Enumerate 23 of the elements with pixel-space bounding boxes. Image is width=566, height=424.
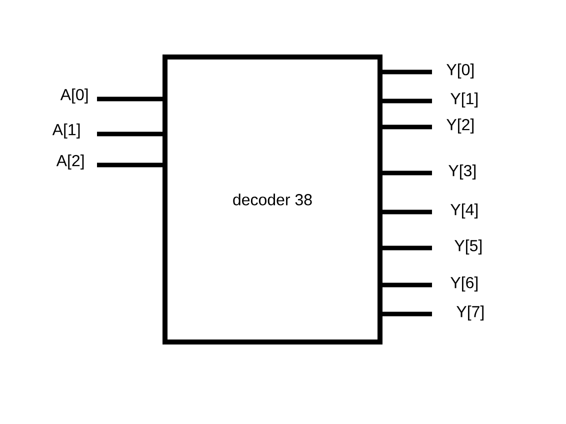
pin-line <box>382 312 432 316</box>
pin-line <box>382 246 432 250</box>
pin-line <box>382 170 432 176</box>
pin-line <box>382 98 432 104</box>
pin-label: Y[1] <box>450 92 478 108</box>
pin-label: Y[3] <box>448 164 476 180</box>
decoder-block: decoder 38 <box>162 54 382 344</box>
pin-label: Y[0] <box>446 64 474 78</box>
pin-label: A[2] <box>56 154 84 170</box>
pin-label: Y[7] <box>456 306 484 320</box>
pin-label: A[1] <box>52 124 80 138</box>
pin-line <box>97 162 162 168</box>
pin-line <box>97 96 162 102</box>
pin-line <box>382 124 432 130</box>
pin-label: Y[2] <box>446 118 474 134</box>
pin-line <box>382 210 432 214</box>
pin-label: Y[6] <box>450 276 478 292</box>
pin-label: A[0] <box>60 88 88 104</box>
pin-label: Y[5] <box>454 240 482 254</box>
pin-line <box>382 70 432 74</box>
pin-line <box>97 132 162 136</box>
pin-label: Y[4] <box>450 204 478 218</box>
pin-line <box>382 282 432 288</box>
